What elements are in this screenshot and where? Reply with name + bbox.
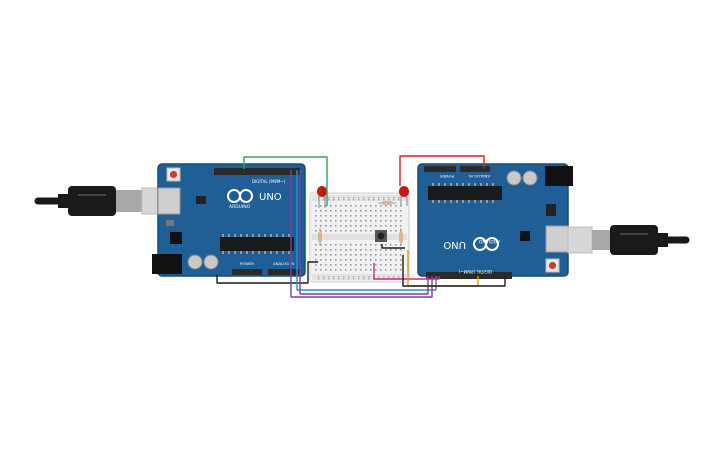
right-digital-label: DIGITAL (PWM~) bbox=[458, 269, 492, 274]
left-model-label: UNO bbox=[259, 192, 282, 203]
left-power-header[interactable] bbox=[232, 269, 262, 275]
right-arduino-board[interactable]: ARDUINO UNO DIGITAL (PWM~) POWER ANALOG … bbox=[417, 163, 573, 279]
left-power-jack[interactable] bbox=[152, 254, 182, 274]
left-digital-label: DIGITAL (PWM~) bbox=[252, 179, 286, 184]
right-power-label: POWER bbox=[440, 174, 454, 179]
left-power-label: POWER bbox=[240, 261, 254, 266]
reset-icon bbox=[169, 170, 178, 179]
right-power-jack[interactable] bbox=[545, 166, 573, 186]
right-microcontroller-chip bbox=[428, 186, 502, 200]
usb-cable-right-icon[interactable] bbox=[567, 225, 690, 255]
breadboard-holes bbox=[315, 197, 402, 280]
left-analog-label: ANALOG IN bbox=[273, 261, 294, 266]
left-analog-header[interactable] bbox=[268, 269, 300, 275]
breadboard[interactable] bbox=[309, 192, 410, 283]
wire-black-button[interactable] bbox=[381, 244, 405, 249]
right-model-label: UNO bbox=[443, 239, 466, 250]
wire-black-left[interactable] bbox=[216, 261, 318, 284]
right-arduino-logo bbox=[473, 237, 499, 251]
left-digital-header[interactable] bbox=[214, 168, 300, 175]
pushbutton-icon[interactable] bbox=[375, 230, 387, 242]
right-analog-label: ANALOG IN bbox=[469, 174, 490, 179]
left-arduino-board[interactable]: ARDUINO UNO DIGITAL (PWM~) POWER ANALOG … bbox=[152, 163, 306, 277]
resistor-top[interactable] bbox=[378, 201, 396, 205]
left-microcontroller-chip bbox=[220, 237, 294, 251]
wire-blue[interactable] bbox=[296, 170, 437, 291]
resistor-left[interactable] bbox=[318, 228, 322, 246]
right-analog-header[interactable] bbox=[460, 166, 490, 172]
led-left-icon[interactable] bbox=[317, 186, 327, 208]
left-arduino-logo bbox=[227, 189, 253, 203]
left-brand-label: ARDUINO bbox=[229, 204, 251, 210]
wire-red[interactable] bbox=[399, 155, 485, 186]
wire-magenta[interactable] bbox=[373, 263, 440, 280]
led-right-icon[interactable] bbox=[399, 186, 409, 206]
resistor-right[interactable] bbox=[399, 228, 403, 246]
wire-green[interactable] bbox=[243, 156, 328, 206]
right-digital-header[interactable] bbox=[426, 272, 512, 279]
reset-icon bbox=[548, 261, 557, 270]
right-power-header[interactable] bbox=[424, 166, 456, 172]
wire-black-right[interactable] bbox=[402, 255, 506, 287]
right-brand-label: ARDUINO bbox=[478, 238, 500, 244]
wire-purple-2[interactable] bbox=[299, 170, 429, 295]
